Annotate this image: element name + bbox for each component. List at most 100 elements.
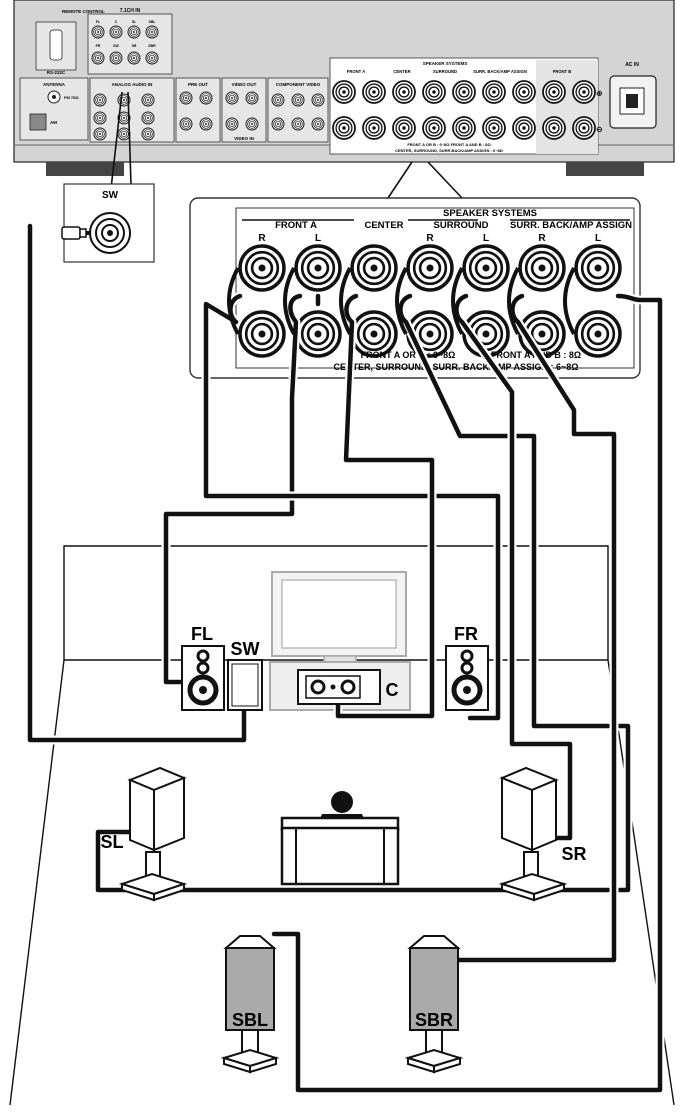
front-right-speaker: FR bbox=[445, 624, 489, 711]
wire-front-left bbox=[163, 293, 303, 685]
analog-jack-1-1 bbox=[117, 111, 131, 125]
impedance-line-2: CENTER, SURROUND, SURR. BACK/AMP ASSIGN … bbox=[334, 362, 579, 372]
wire-surr-back-right bbox=[453, 293, 617, 963]
group-front-a-label: FRONT A bbox=[275, 220, 317, 231]
terminal-wire-loop-1 bbox=[283, 267, 296, 335]
label-sbr: SBR bbox=[415, 1010, 453, 1030]
analog-jack-2-0 bbox=[141, 93, 155, 107]
rear-terminal-top-7 bbox=[542, 80, 566, 104]
terminal-top-1 bbox=[294, 244, 342, 292]
wire-center bbox=[335, 293, 435, 719]
rear-terminal-top-5 bbox=[482, 80, 506, 104]
speaker-systems-title: SPEAKER SYSTEMS bbox=[443, 208, 537, 219]
ch-label-0: FL bbox=[96, 20, 101, 24]
video-jack-10 bbox=[311, 93, 325, 107]
terminal-bottom-0 bbox=[238, 310, 286, 358]
ch-label-2: SL bbox=[132, 20, 137, 24]
minus-sign: ⊖ bbox=[596, 125, 603, 134]
terminal-wire-loop-2 bbox=[339, 267, 352, 335]
ch-label-5: SW bbox=[113, 44, 119, 48]
rear-speaker-systems-label: SPEAKER SYSTEMS bbox=[423, 61, 468, 66]
multi-in-jack-bottom-3 bbox=[145, 51, 159, 65]
multi-in-jack-top-1 bbox=[109, 25, 123, 39]
video-jack-7 bbox=[245, 117, 259, 131]
multi-in-jack-top-0 bbox=[91, 25, 105, 39]
video-jack-13 bbox=[311, 117, 325, 131]
rear-terminal-bottom-8 bbox=[572, 116, 596, 140]
label-fl: FL bbox=[191, 624, 213, 644]
plus-sign: ⊕ bbox=[596, 89, 603, 98]
terminal-top-4 bbox=[462, 244, 510, 292]
multi-in-jack-bottom-0 bbox=[91, 51, 105, 65]
rear-group-surr-back: SURR. BACK/AMP ASSIGN bbox=[473, 69, 527, 74]
analog-jack-2-1 bbox=[141, 111, 155, 125]
multi-in-jack-top-2 bbox=[127, 25, 141, 39]
wire-surround-right bbox=[95, 293, 631, 893]
front-a-r-label: R bbox=[258, 233, 266, 244]
rear-terminal-top-6 bbox=[512, 80, 536, 104]
terminal-posts bbox=[238, 244, 622, 358]
video-in-label: VIDEO IN bbox=[234, 136, 254, 141]
rear-terminal-bottom-5 bbox=[482, 116, 506, 140]
wire-subwoofer bbox=[27, 223, 247, 743]
multi-in-jack-bottom-1 bbox=[109, 51, 123, 65]
video-jack-8 bbox=[271, 93, 285, 107]
rear-group-front-a: FRONT A bbox=[347, 69, 365, 74]
terminal-top-3 bbox=[406, 244, 454, 292]
wire-surround-left bbox=[454, 293, 573, 841]
video-jack-11 bbox=[271, 117, 285, 131]
sw-callout: SW bbox=[61, 91, 155, 263]
rear-terminal-bottom-3 bbox=[422, 116, 446, 140]
rear-terminal-posts: ⊕⊖ bbox=[332, 80, 603, 140]
rca-plug bbox=[61, 226, 90, 240]
terminal-top-6 bbox=[574, 244, 622, 292]
analog-jack-2-2 bbox=[141, 127, 155, 141]
video-jack-3 bbox=[199, 117, 213, 131]
speaker-wires bbox=[25, 223, 665, 1095]
rear-impedance-1: FRONT A OR B : 6~8Ω FRONT A AND B : 8Ω bbox=[407, 142, 491, 147]
terminal-bottom-6 bbox=[574, 310, 622, 358]
pre-out-label: PRE OUT bbox=[188, 82, 208, 87]
ch-label-1: C bbox=[115, 20, 118, 24]
fm-label: FM 75Ω bbox=[64, 95, 79, 100]
group-center-label: CENTER bbox=[364, 220, 403, 231]
receiver-foot-left bbox=[46, 162, 124, 176]
rear-terminal-top-0 bbox=[332, 80, 356, 104]
rear-impedance-2: CENTER, SURROUND, SURR.BACK/AMP ASSIGN :… bbox=[395, 148, 504, 153]
component-label: COMPONENT VIDEO bbox=[276, 82, 321, 87]
rear-terminal-bottom-1 bbox=[362, 116, 386, 140]
group-surr-back-label: SURR. BACK/AMP ASSIGN bbox=[510, 220, 632, 231]
analog-jack-0-1 bbox=[93, 111, 107, 125]
impedance-line-1: FRONT A OR B : 6~8Ω bbox=[361, 350, 456, 360]
ch-label-4: FR bbox=[96, 44, 101, 48]
analog-audio-label: ANALOG AUDIO IN bbox=[112, 82, 153, 87]
ch-label-3: SBL bbox=[149, 20, 157, 24]
sw-rca-jack bbox=[89, 212, 131, 254]
multi-in-label: 7.1CH IN bbox=[120, 8, 141, 14]
surr-back-l-label: L bbox=[595, 233, 601, 244]
video-out-label: VIDEO OUT bbox=[232, 82, 257, 87]
rear-terminal-top-3 bbox=[422, 80, 446, 104]
terminal-wire-loop-4 bbox=[451, 267, 464, 335]
surround-right-speaker: SR bbox=[498, 766, 587, 902]
surround-back-right-speaker: SBR bbox=[404, 935, 464, 1074]
rear-group-front-b: FRONT B bbox=[553, 69, 572, 74]
terminal-bottom-2 bbox=[350, 310, 398, 358]
surr-back-r-label: R bbox=[538, 233, 546, 244]
rear-terminal-top-4 bbox=[452, 80, 476, 104]
analog-audio-jacks bbox=[93, 93, 155, 141]
surround-left-speaker: SL bbox=[100, 766, 188, 902]
video-jack-1 bbox=[199, 91, 213, 105]
terminal-wire-loop-0 bbox=[227, 267, 240, 335]
rear-terminal-top-2 bbox=[392, 80, 416, 104]
label-sbl: SBL bbox=[232, 1010, 268, 1030]
terminal-wire-loop-3 bbox=[395, 267, 408, 335]
rear-group-center: CENTER bbox=[393, 69, 410, 74]
terminal-wire-loop-5 bbox=[507, 267, 520, 335]
tv bbox=[271, 571, 407, 665]
ch-label-7: SBR bbox=[148, 44, 156, 48]
terminal-top-0 bbox=[238, 244, 286, 292]
